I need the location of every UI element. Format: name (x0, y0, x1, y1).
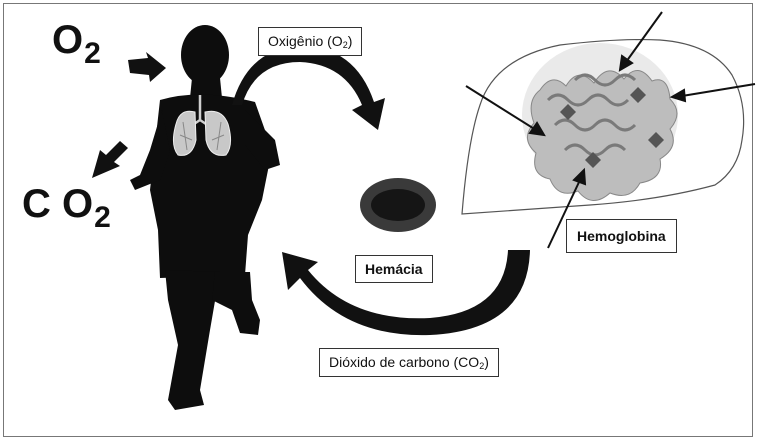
red-blood-cell-icon (360, 178, 436, 232)
runner-front-arm (130, 110, 170, 190)
runner-back-leg (212, 272, 260, 335)
runner-back-arm (245, 110, 280, 170)
hemacia-label-box: Hemácia (355, 255, 433, 283)
co2-text: C O (22, 182, 94, 226)
oxygen-box-text: Oxigênio (O (268, 33, 343, 49)
oxygen-box-close: ) (347, 33, 353, 49)
co2-label-box: Dióxido de carbono (CO2) (319, 348, 499, 377)
oxygen-box-subscript: 2 (342, 40, 348, 50)
lungs-icon (172, 95, 232, 156)
hemoglobina-label-box: Hemoglobina (566, 219, 677, 253)
o2-label: O2 (52, 20, 101, 69)
o2-subscript: 2 (84, 37, 101, 70)
oxygen-cycle-arrow (232, 46, 385, 130)
diagram-frame (3, 3, 753, 437)
co2-label: C O2 (22, 184, 111, 233)
heme-pointer-arrows (465, 11, 756, 249)
co2-cycle-arrow (282, 250, 530, 336)
runner-front-leg (165, 270, 220, 410)
oxygen-label-box: Oxigênio (O2) (258, 27, 363, 56)
co2-box-text: Dióxido de carbono (CO (329, 354, 480, 370)
hemoglobin-protein-icon (522, 43, 678, 201)
o2-text: O (52, 18, 84, 62)
runner-neck (190, 78, 222, 98)
co2-box-subscript: 2 (479, 361, 485, 371)
co2-subscript: 2 (94, 201, 111, 234)
co2-exhale-arrow (92, 141, 128, 178)
o2-inhale-arrow (128, 52, 166, 82)
co2-box-close: ) (484, 354, 489, 370)
runner-silhouette (130, 25, 280, 410)
runner-head (181, 25, 229, 85)
